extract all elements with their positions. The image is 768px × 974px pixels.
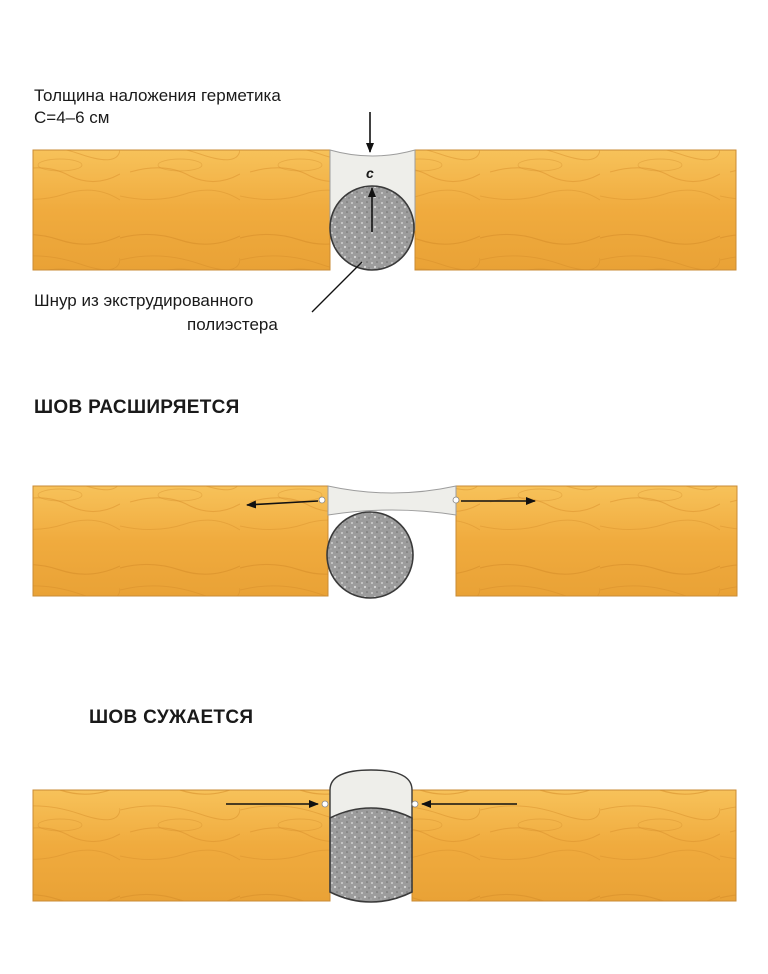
- arrow-left-outward: [246, 500, 319, 509]
- backer-cord-mid: [326, 511, 414, 599]
- thickness-label-line2: С=4–6 см: [34, 108, 110, 127]
- sealant-bottom: [329, 769, 413, 819]
- narrowing-joint: [32, 769, 737, 903]
- expanding-joint: [32, 485, 738, 599]
- cord-leader-line: [311, 261, 363, 313]
- backer-cord-bottom: [329, 807, 413, 903]
- cord-label-line2: полиэстера: [187, 315, 278, 334]
- cord-label-line1: Шнур из экструдированного: [34, 291, 254, 310]
- top-joint: [32, 112, 737, 313]
- thickness-label-line1: Толщина наложения герметика: [34, 86, 281, 105]
- narrowing-heading: ШОВ СУЖАЕТСЯ: [89, 707, 254, 728]
- sealant-mid: [327, 485, 457, 516]
- c-marker: c: [366, 165, 374, 181]
- expanding-heading: ШОВ РАСШИРЯЕТСЯ: [34, 397, 240, 418]
